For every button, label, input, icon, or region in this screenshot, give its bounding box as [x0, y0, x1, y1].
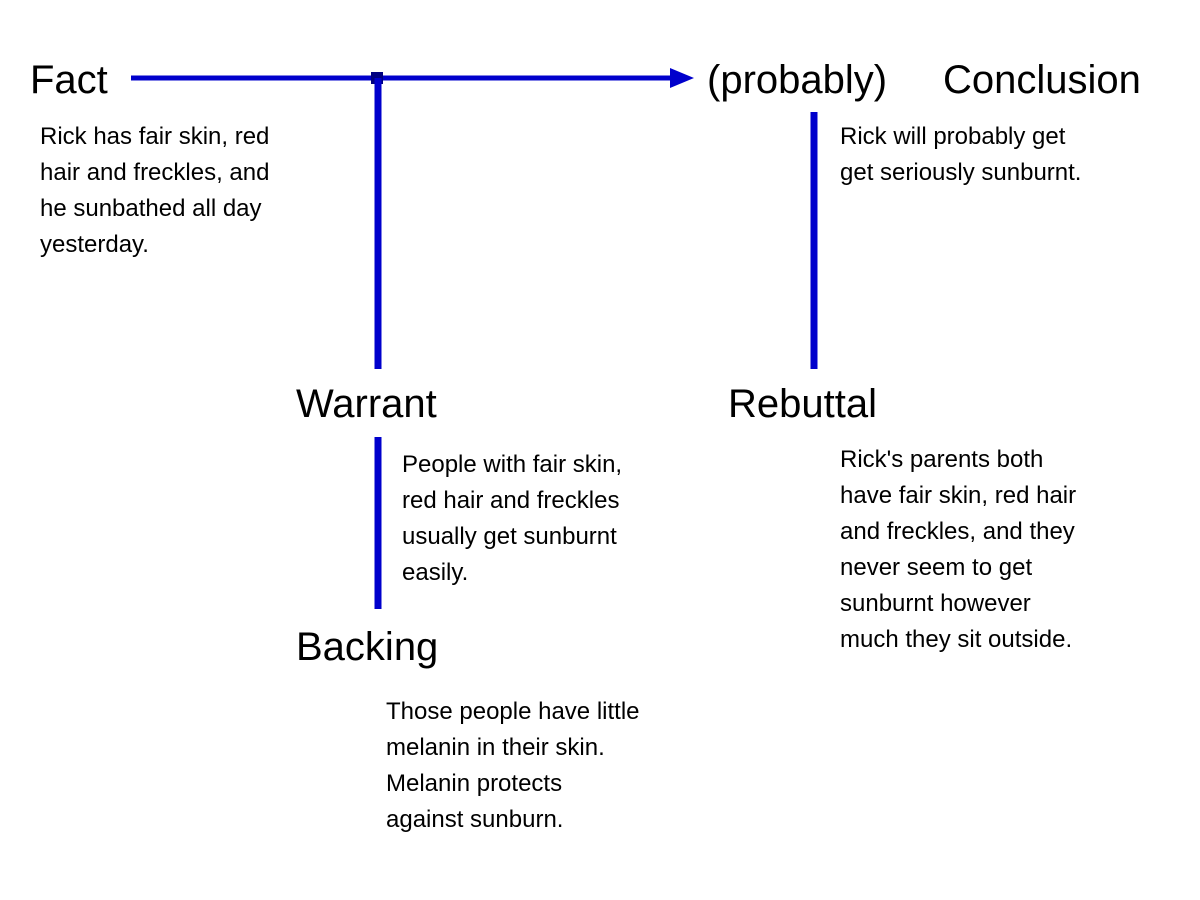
- warrant-text-line: easily.: [402, 559, 469, 586]
- qualifier-heading: (probably): [707, 58, 888, 102]
- rebuttal-text-line: have fair skin, red hair: [840, 482, 1077, 509]
- conclusion-text-line: get seriously sunburnt.: [840, 159, 1082, 186]
- fact-text-line: Rick has fair skin, red: [40, 123, 270, 150]
- rebuttal-text-line: Rick's parents both: [840, 446, 1044, 473]
- arrowhead-icon: [670, 68, 694, 88]
- backing-text-line: Melanin protects: [386, 770, 563, 797]
- rebuttal-text: Rick's parents both have fair skin, red …: [840, 442, 1076, 658]
- warrant-heading: Warrant: [296, 382, 437, 426]
- backing-text-line: melanin in their skin.: [386, 734, 605, 761]
- fact-text-line: yesterday.: [40, 231, 149, 258]
- backing-text: Those people have little melanin in thei…: [386, 694, 640, 838]
- rebuttal-heading: Rebuttal: [728, 382, 877, 426]
- backing-text-line: against sunburn.: [386, 806, 564, 833]
- rebuttal-text-line: sunburnt however: [840, 590, 1031, 617]
- warrant-text-line: People with fair skin,: [402, 451, 623, 478]
- conclusion-text: Rick will probably get get seriously sun…: [840, 119, 1081, 191]
- backing-heading: Backing: [296, 625, 439, 669]
- rebuttal-text-line: much they sit outside.: [840, 626, 1073, 653]
- warrant-text: People with fair skin, red hair and frec…: [402, 447, 622, 591]
- rebuttal-text-line: and freckles, and they: [840, 518, 1075, 545]
- fact-heading: Fact: [30, 58, 108, 102]
- fact-text: Rick has fair skin, red hair and freckle…: [40, 119, 269, 263]
- rebuttal-text-line: never seem to get: [840, 554, 1033, 581]
- conclusion-heading: Conclusion: [943, 58, 1141, 102]
- warrant-text-line: usually get sunburnt: [402, 523, 617, 550]
- fact-text-line: hair and freckles, and: [40, 159, 270, 186]
- warrant-text-line: red hair and freckles: [402, 487, 620, 514]
- conclusion-text-line: Rick will probably get: [840, 123, 1066, 150]
- fact-text-line: he sunbathed all day: [40, 195, 262, 222]
- backing-text-line: Those people have little: [386, 698, 640, 725]
